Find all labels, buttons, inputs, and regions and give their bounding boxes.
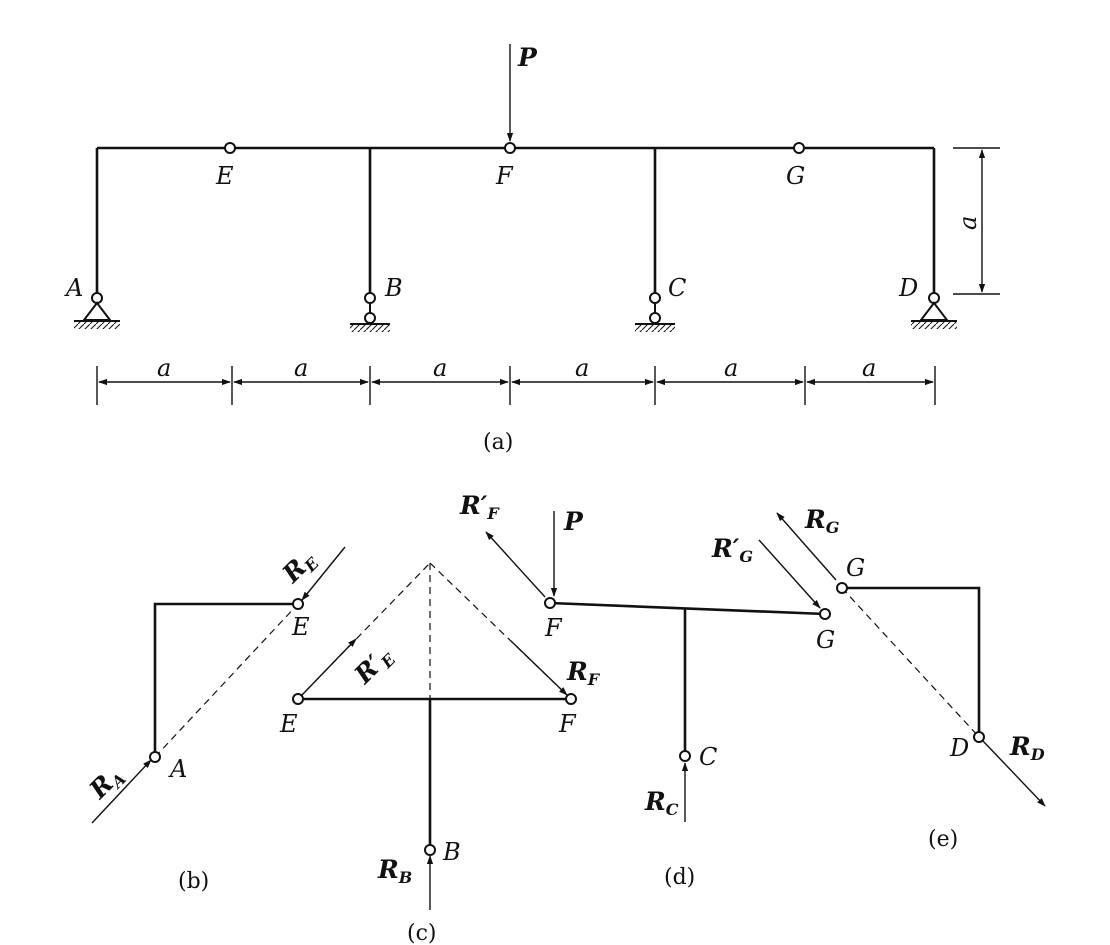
force-rd-arrow: [982, 740, 1046, 807]
label-c: C: [668, 274, 686, 302]
point-g-label: G: [816, 626, 835, 654]
label-f: F: [495, 162, 514, 190]
point-f-label: F: [558, 710, 577, 738]
force-p-label: P: [563, 507, 584, 536]
hinge-e-b: [292, 598, 304, 610]
span-label-5: a: [724, 354, 738, 382]
hinge-g: [793, 142, 805, 154]
force-rg-label: RG: [804, 505, 839, 537]
height-dim-label: a: [954, 216, 982, 230]
load-p-label: P: [517, 43, 538, 72]
point-b-label: B: [442, 838, 461, 866]
force-ra-label: RA: [83, 760, 130, 807]
figure-d: F G C P R′F R′G RC (d): [459, 491, 835, 890]
caption-c: (c): [407, 921, 437, 945]
label-d: D: [898, 274, 918, 302]
line-of-action-f: [429, 562, 572, 700]
force-re-prime-arrow: [301, 638, 357, 696]
member-gd: [842, 586, 981, 737]
figure-a: E F G P A B C: [64, 43, 1000, 455]
force-ra-arrow: [91, 759, 152, 824]
span-label-2: a: [294, 354, 308, 382]
hinge-g-e: [836, 582, 848, 594]
caption-d: (d): [664, 865, 695, 890]
member-fg: [549, 601, 826, 616]
support-b-c: [424, 844, 436, 856]
hinge-g-d: [819, 608, 831, 620]
point-d-label: D: [949, 734, 969, 762]
line-of-action-ae: [154, 603, 299, 758]
force-rf-prime-arrow: [485, 531, 546, 598]
span-dimensions: [96, 366, 936, 405]
point-f-label: F: [544, 614, 563, 642]
caption-e: (e): [928, 827, 958, 852]
point-c-label: C: [699, 743, 717, 771]
support-d: [911, 292, 957, 329]
support-d-e: [973, 731, 985, 743]
figure-b: E A RE RA (b): [83, 544, 346, 894]
force-rg-arrow: [776, 512, 837, 581]
support-c-d: [679, 750, 691, 762]
support-b: [350, 292, 390, 332]
hinge-f-d: [544, 597, 556, 609]
force-re-prime-label: R′E: [348, 640, 400, 692]
hinge-f-c: [565, 693, 577, 705]
support-c: [635, 292, 675, 332]
label-g: G: [786, 162, 805, 190]
span-label-3: a: [433, 354, 447, 382]
label-a: A: [64, 274, 83, 302]
hinge-e-c: [292, 693, 304, 705]
member-ae: [153, 602, 298, 757]
caption-b: (b): [178, 869, 209, 894]
height-dimension: [953, 147, 1000, 295]
force-re-arrow: [301, 546, 346, 601]
force-rf-label: RF: [566, 657, 601, 689]
force-rg-prime-label: R′G: [711, 534, 753, 566]
label-e: E: [215, 162, 234, 190]
support-a: [74, 292, 120, 329]
span-label-4: a: [575, 354, 589, 382]
force-rb-label: RB: [377, 855, 412, 887]
hinge-e: [224, 142, 236, 154]
force-rd-label: RD: [1009, 732, 1045, 764]
span-label-1: a: [157, 354, 171, 382]
line-of-action-gd: [841, 587, 980, 738]
hinge-f: [504, 142, 516, 154]
force-re-label: RE: [276, 544, 323, 591]
force-rg-prime-arrow: [758, 539, 821, 609]
span-label-6: a: [862, 354, 876, 382]
caption-a: (a): [483, 430, 513, 455]
point-e-label: E: [279, 710, 298, 738]
point-a-label: A: [168, 755, 187, 783]
force-rc-label: RC: [644, 787, 679, 819]
point-g-label: G: [846, 554, 865, 582]
support-a-b: [149, 751, 161, 763]
label-b: B: [384, 274, 403, 302]
force-rf-arrow: [510, 640, 568, 696]
force-rf-prime-label: R′F: [459, 491, 500, 523]
figure-e: G D RG RD (e): [776, 505, 1046, 852]
figure-c: E F B R′E RF RB (c): [279, 562, 601, 945]
point-e-label: E: [291, 613, 310, 641]
line-of-action-e: [297, 562, 431, 700]
